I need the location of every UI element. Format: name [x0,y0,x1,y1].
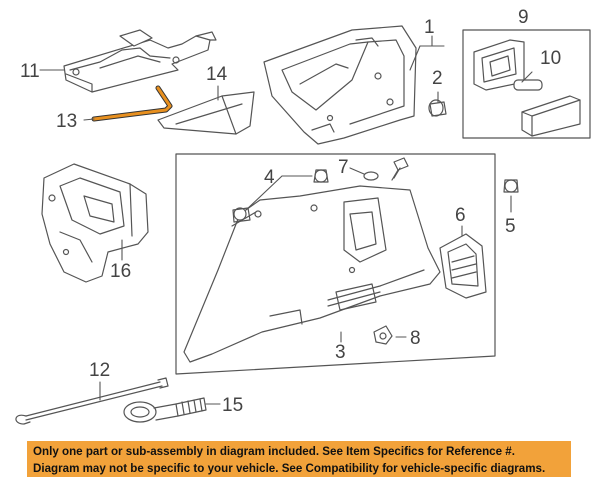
trim-wedge-part [157,91,255,135]
vent-grille-part [439,233,487,299]
notice-line-2: Diagram may not be specific to your vehi… [33,462,546,475]
callout-1: 1 [424,17,435,38]
callout-3: 3 [335,342,346,363]
callout-15: 15 [222,395,243,416]
notice-banner: Only one part or sub-assembly in diagram… [27,441,571,477]
upper-quarter-trim-part [263,25,417,145]
callout-2: 2 [432,68,443,89]
jack-handle-part [91,85,173,122]
callout-11: 11 [20,61,40,82]
ring-7-part [363,171,379,181]
callout-4: 4 [264,167,275,188]
tow-eye-part [123,397,207,423]
leader-lines [39,29,533,405]
callout-5: 5 [505,216,516,237]
jack-rod-part [15,377,169,425]
callout-10: 10 [540,48,561,69]
scissor-jack-part [63,29,217,93]
quarter-panel-group-box [175,153,496,375]
screw-part [391,157,409,181]
callout-9: 9 [518,7,529,28]
callout-6: 6 [455,205,466,226]
callout-7: 7 [338,157,349,178]
callout-labels: 1 2 3 4 5 6 7 8 9 10 11 12 13 14 15 16 [20,7,561,416]
cover-box-part-9 [462,29,591,139]
clip-2-part [428,99,447,117]
clip-5-part [503,179,519,193]
left-bracket-part [41,163,149,283]
callout-16: 16 [110,261,131,282]
callout-8: 8 [410,328,421,349]
callout-12: 12 [89,360,110,381]
callout-14: 14 [206,64,228,85]
notice-line-1: Only one part or sub-assembly in diagram… [33,445,515,458]
clip-4-parts [232,169,329,223]
clip-8-part [373,325,393,345]
callout-13: 13 [56,111,77,132]
lower-quarter-trim-part [183,185,441,363]
